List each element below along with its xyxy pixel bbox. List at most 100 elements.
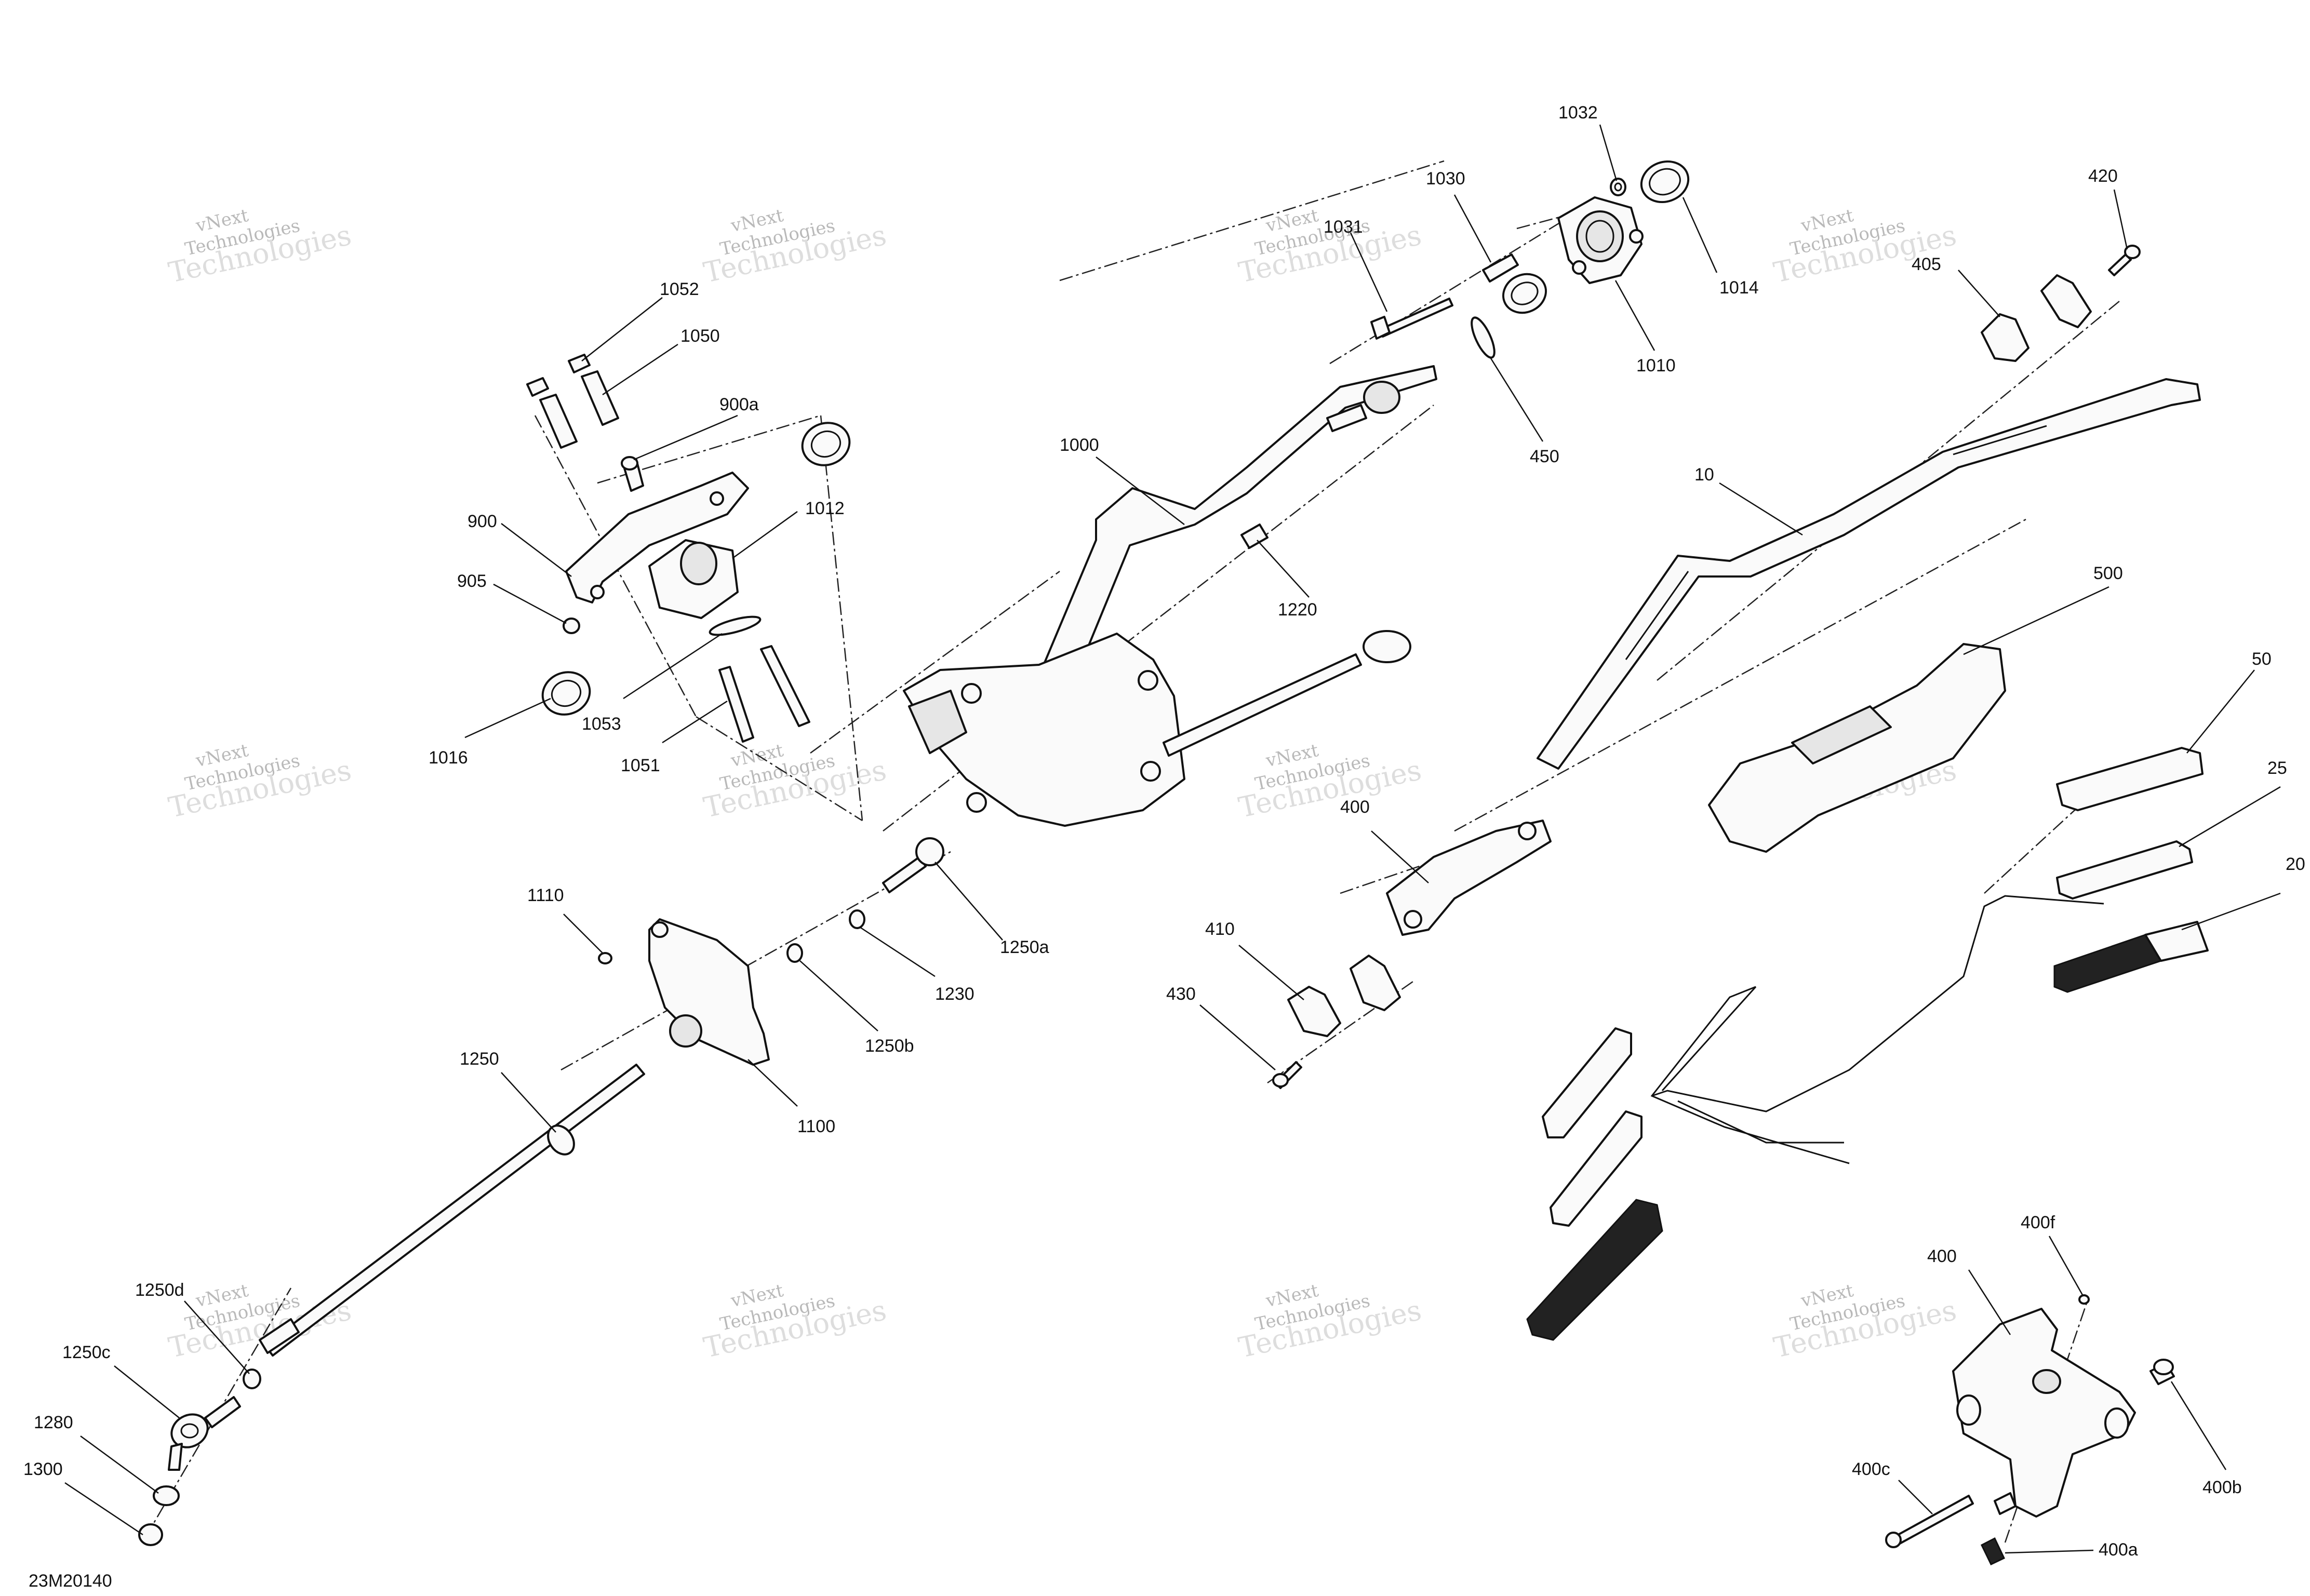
callout-1280: 1280 <box>34 1413 73 1432</box>
part-1014-ring <box>1640 160 1690 204</box>
callout-430: 430 <box>1166 984 1196 1004</box>
part-400c-bolt <box>1885 1492 2017 1548</box>
part-400-bracket-top <box>1386 820 1552 936</box>
part-400f-screw <box>2078 1294 2090 1305</box>
callout-1000: 1000 <box>1060 435 1099 455</box>
watermark: vNext Technologies Technologies <box>701 1280 889 1364</box>
callout-400b: 400b <box>2202 1478 2242 1497</box>
part-450-bushing <box>1471 273 1547 359</box>
part-1032-nut <box>1610 178 1626 196</box>
part-430-bolt <box>1272 1061 1302 1089</box>
part-1250b-washer <box>786 943 803 963</box>
callout-400f: 400f <box>2021 1213 2055 1232</box>
watermark: vNext Technologies Technologies <box>1236 205 1424 289</box>
callout-1250d: 1250d <box>135 1280 184 1300</box>
part-heater-wiring <box>1650 895 2104 1164</box>
callout-1012: 1012 <box>805 499 845 518</box>
part-1051-bolts <box>718 645 810 743</box>
callout-1250c: 1250c <box>62 1343 111 1362</box>
callout-50: 50 <box>2252 649 2272 669</box>
part-1010-clamp <box>1557 196 1644 284</box>
callout-1051: 1051 <box>621 756 660 775</box>
part-upper-ring <box>801 422 851 466</box>
callout-420: 420 <box>2088 166 2118 186</box>
part-905-nut <box>563 618 580 634</box>
callout-25: 25 <box>2267 758 2287 778</box>
part-410-clamps <box>1287 955 1401 1037</box>
callout-1100: 1100 <box>797 1117 835 1136</box>
callout-900: 900 <box>468 512 497 531</box>
part-1250a-link <box>882 837 944 893</box>
part-1100-cover <box>648 918 770 1066</box>
part-500-pad <box>1708 643 2006 853</box>
callout-400a: 400a <box>2099 1540 2138 1560</box>
callout-410: 410 <box>1205 919 1235 939</box>
watermark: vNext Technologies Technologies <box>1236 1280 1424 1364</box>
watermark: vNext Technologies Technologies <box>1236 740 1424 824</box>
callout-400c: 400c <box>1852 1459 1890 1479</box>
part-1016-ring <box>541 671 591 716</box>
callout-1052: 1052 <box>660 279 699 299</box>
part-1012-clamp <box>648 539 739 619</box>
part-20-grip <box>2053 921 2209 993</box>
part-1110-screw <box>598 952 612 964</box>
callout-400-top: 400 <box>1340 797 1370 817</box>
callout-1014: 1014 <box>1719 278 1759 298</box>
part-25-grip <box>2056 840 2193 900</box>
part-1053-washer <box>709 615 762 636</box>
callout-500: 500 <box>2093 564 2123 583</box>
callout-1250a: 1250a <box>1000 937 1049 957</box>
callout-1220: 1220 <box>1278 600 1317 620</box>
callout-405: 405 <box>1912 254 1941 274</box>
watermark: vNext Technologies Technologies <box>701 740 889 824</box>
callout-labels: 1032 1030 1031 1014 1010 450 420 405 105… <box>23 103 2305 1560</box>
callout-1250: 1250 <box>460 1049 499 1069</box>
part-400a-nut <box>1981 1537 2005 1565</box>
part-1030-pin <box>1482 253 1519 283</box>
callout-1053: 1053 <box>582 714 621 734</box>
part-1000-housing <box>903 630 1411 827</box>
callout-1050: 1050 <box>680 326 720 346</box>
part-1250c-rod-end <box>168 1396 241 1471</box>
part-1050-spacers <box>539 370 619 449</box>
part-1250-shaft <box>259 1064 645 1357</box>
part-420-bolt <box>2108 245 2141 276</box>
callout-1110: 1110 <box>527 886 564 905</box>
callout-20: 20 <box>2286 854 2305 874</box>
part-1220-pin <box>1240 524 1269 549</box>
part-1280-washer <box>153 1485 180 1506</box>
watermark: vNext Technologies Technologies <box>166 205 354 289</box>
leader-lines <box>64 124 2281 1554</box>
callout-1300: 1300 <box>23 1459 63 1479</box>
callout-1031: 1031 <box>1324 217 1363 237</box>
callout-400-bottom: 400 <box>1927 1246 1957 1266</box>
part-10-handlebar <box>1537 378 2201 770</box>
callout-905: 905 <box>457 571 487 591</box>
part-400-bracket-bottom <box>1952 1308 2136 1518</box>
callout-1010: 1010 <box>1636 356 1676 375</box>
part-1230-washer <box>849 909 865 929</box>
part-900a-pin <box>621 456 644 492</box>
callout-1030: 1030 <box>1426 169 1465 189</box>
callout-10: 10 <box>1694 465 1714 485</box>
callout-1016: 1016 <box>429 748 468 768</box>
callout-1032: 1032 <box>1558 103 1598 123</box>
callout-450: 450 <box>1530 447 1559 466</box>
part-900-bracket <box>565 472 749 603</box>
part-left-grip-sleeves <box>1542 1027 1643 1227</box>
part-1031-bolt <box>1370 298 1453 340</box>
part-1300-nut <box>138 1523 163 1546</box>
part-50-grip <box>2056 747 2204 811</box>
diagram-code: 23M20140 <box>29 1571 112 1591</box>
part-1052-nuts <box>526 354 591 397</box>
watermark: vNext Technologies Technologies <box>701 205 889 289</box>
part-left-grip <box>1526 1199 1663 1341</box>
callout-1230: 1230 <box>935 984 974 1004</box>
part-400b-bushing <box>2149 1359 2175 1385</box>
part-1250d-bushing <box>243 1369 261 1389</box>
callout-1250b: 1250b <box>865 1036 914 1056</box>
part-405-clamps <box>1981 274 2092 362</box>
callout-900a: 900a <box>719 395 759 414</box>
watermark: vNext Technologies Technologies <box>1771 1280 1959 1364</box>
